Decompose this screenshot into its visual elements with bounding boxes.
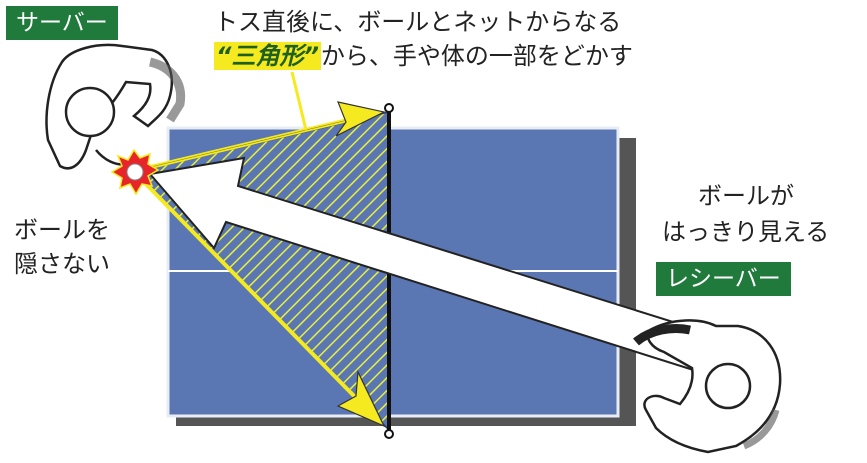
right-note-line-2: はっきり見える	[662, 218, 830, 246]
server-figure	[45, 43, 186, 170]
server-badge: サーバー	[6, 6, 118, 40]
left-note-line-2: 隠さない	[14, 250, 110, 278]
annotation-line-2-rest: から、手や体の一部をどかす	[320, 42, 633, 70]
annotation-line-2: “三角形”から、手や体の一部をどかす	[214, 40, 633, 72]
right-note-line-1: ボールが	[698, 182, 794, 210]
receiver-figure	[633, 319, 782, 454]
triangle-highlight: “三角形”	[214, 42, 321, 70]
yellow-arrow-top	[137, 101, 386, 172]
ball	[110, 148, 160, 196]
annotation-pointer	[290, 71, 308, 131]
net-post-bottom	[384, 429, 394, 439]
left-note-line-1: ボールを	[14, 216, 110, 244]
receiver-badge: レシーバー	[656, 262, 791, 296]
yellow-arrow-bottom	[138, 176, 386, 428]
net-post-top	[384, 103, 394, 113]
annotation-line-1: トス直後に、ボールとネットからなる	[214, 8, 622, 36]
